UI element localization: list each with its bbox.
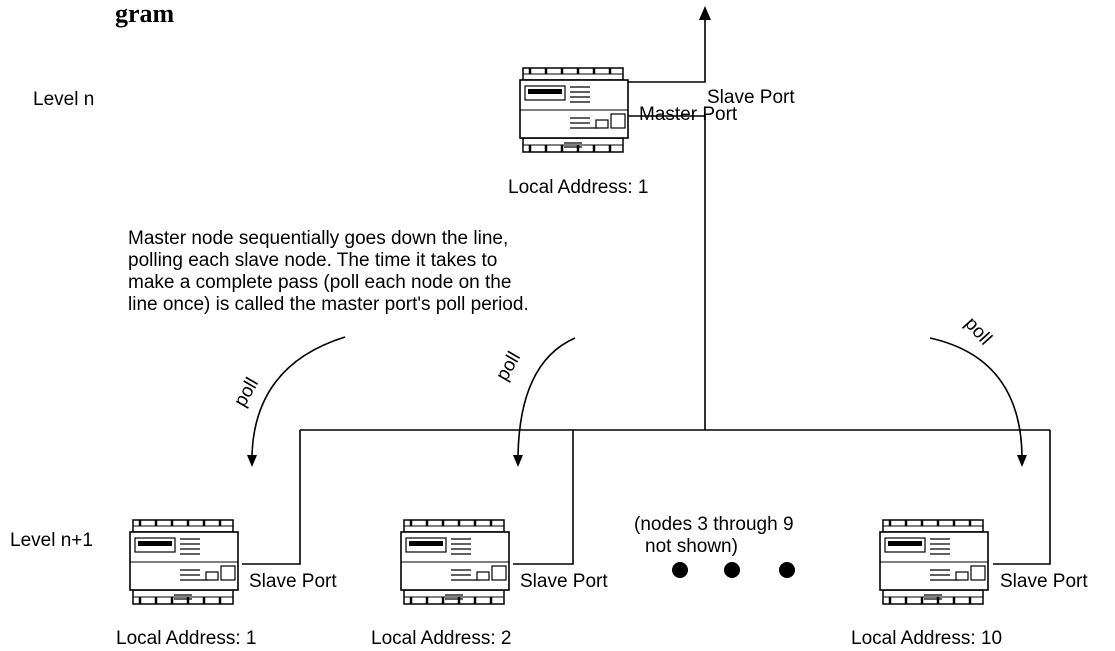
ellipsis-dot-3 xyxy=(779,562,795,578)
master-slave-port-label: Slave Port xyxy=(707,87,795,108)
poll-arrowhead-2-icon xyxy=(513,455,523,467)
poll-arrow-1-curve xyxy=(251,336,346,456)
slave-10-drop-line xyxy=(993,430,1051,565)
uplink-line xyxy=(628,15,706,83)
slave-1-port-label: Slave Port xyxy=(249,571,337,592)
master-port-label: Master Port xyxy=(639,104,738,125)
uplink-arrowhead-icon xyxy=(699,6,711,20)
master-device-icon xyxy=(518,66,630,154)
master-local-address: Local Address: 1 xyxy=(508,177,648,198)
slave-2-port-label: Slave Port xyxy=(520,571,608,592)
slave-2-local-address: Local Address: 2 xyxy=(371,628,511,649)
level-n-label: Level n xyxy=(33,89,94,110)
description-line-1: Master node sequentially goes down the l… xyxy=(128,228,508,249)
slave-2-device-icon xyxy=(399,518,511,606)
description-line-4: line once) is called the master port's p… xyxy=(128,294,529,315)
slave-2-drop-line xyxy=(513,430,574,565)
slave-10-device-icon xyxy=(878,518,990,606)
poll-arrowhead-1-icon xyxy=(247,455,257,467)
level-n-plus-1-label: Level n+1 xyxy=(10,530,93,551)
nodes-not-shown-line-2: not shown) xyxy=(645,536,738,557)
page-title-fragment: gram xyxy=(115,0,175,28)
description-line-2: polling each slave node. The time it tak… xyxy=(128,250,497,271)
ellipsis-dot-2 xyxy=(724,562,740,578)
nodes-not-shown-line-1: (nodes 3 through 9 xyxy=(634,514,794,535)
poll-label-3: poll xyxy=(960,313,995,349)
slave-10-port-label: Slave Port xyxy=(1000,571,1088,592)
poll-arrowhead-3-icon xyxy=(1017,455,1027,467)
master-port-line xyxy=(628,115,706,430)
slave-1-device-icon xyxy=(128,518,240,606)
poll-label-1: poll xyxy=(230,374,263,410)
poll-label-2: poll xyxy=(492,348,525,384)
poll-arrow-2-curve xyxy=(517,337,576,456)
slave-1-local-address: Local Address: 1 xyxy=(116,628,256,649)
description-line-3: make a complete pass (poll each node on … xyxy=(128,272,511,293)
ellipsis-dot-1 xyxy=(672,562,688,578)
slave-10-local-address: Local Address: 10 xyxy=(851,628,1002,649)
slave-1-drop-line xyxy=(242,430,301,565)
poll-arrow-3-curve xyxy=(929,337,1023,456)
